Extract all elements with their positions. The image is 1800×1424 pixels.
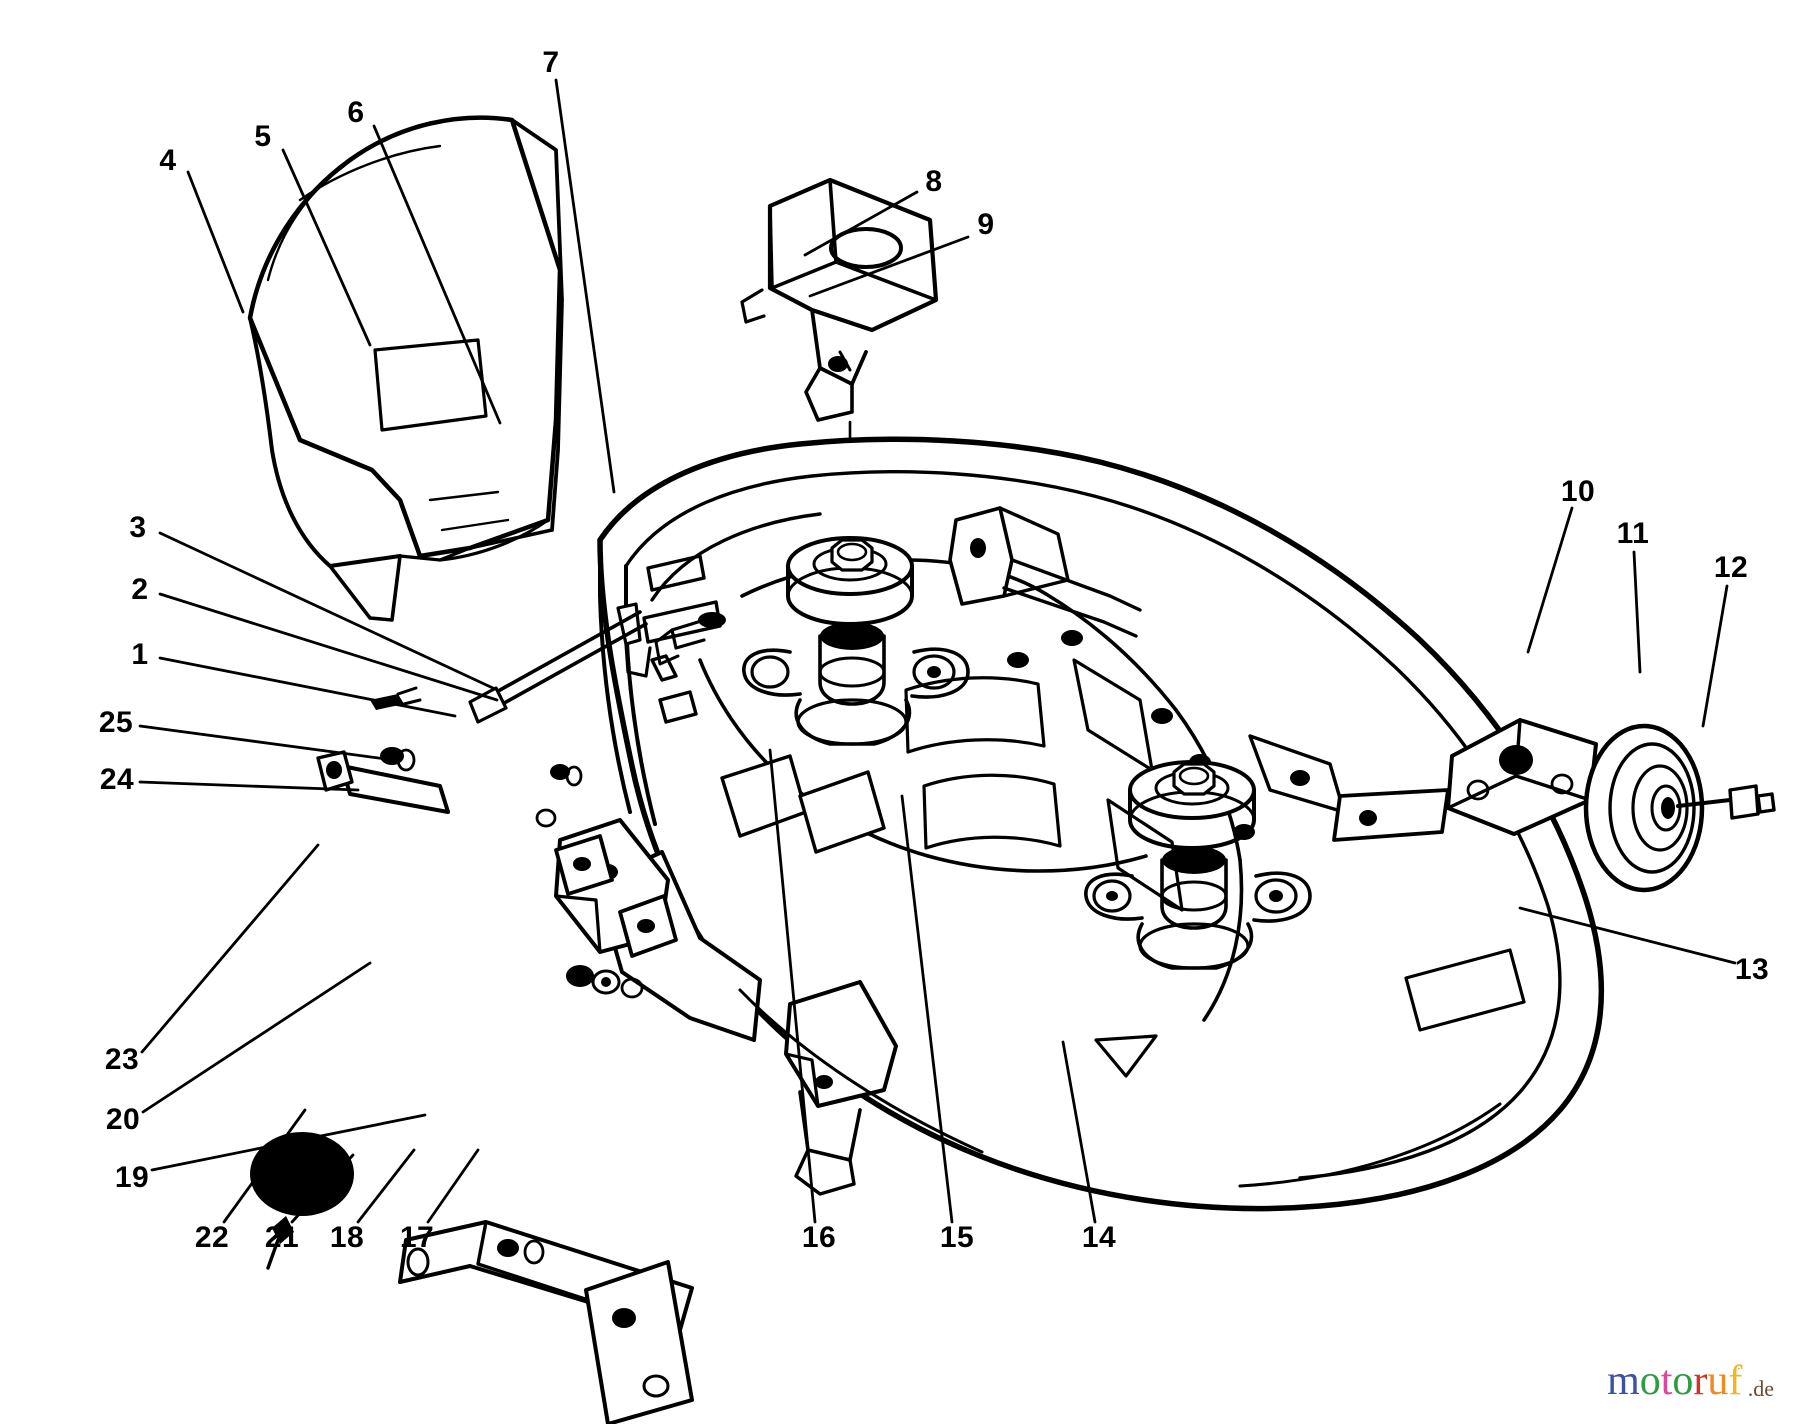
callout-number-3: 3 [129,511,147,544]
deck-inner-rim [624,470,1562,1180]
callout-number-22: 22 [194,1221,230,1254]
watermark-letter-5: u [1707,1358,1729,1404]
leader-line-6 [372,124,502,425]
motoruf-watermark: motoruf· .de [1607,1360,1774,1402]
callout-number-1: 1 [131,638,149,671]
callout-number-2: 2 [131,573,149,606]
watermark-accent-dot: · [1736,1361,1742,1378]
leader-line-12 [1701,584,1729,728]
leader-line-15 [900,794,954,1224]
leader-line-20 [141,961,372,1114]
deflector-label-plate [373,338,488,432]
deck-direction-arrow [1094,1034,1158,1078]
lift-arm-end-plate [584,1260,694,1424]
callout-number-19: 19 [114,1161,150,1194]
deflector-ribs [266,144,510,532]
grass-deflector-shield [247,115,564,622]
leader-line-17 [426,1148,480,1224]
callout-number-16: 16 [801,1221,837,1254]
spindle-assembly-left [742,536,970,746]
deck-chute-cutouts [720,754,886,854]
callout-number-4: 4 [159,144,177,177]
leader-line-19 [150,1113,427,1172]
leader-line-18 [356,1148,416,1224]
hitch-pin [266,1216,294,1270]
leader-line-11 [1632,550,1642,674]
callout-number-13: 13 [1734,953,1770,986]
leader-line-4 [186,170,245,314]
leader-line-2 [158,592,499,702]
hanger-fastener-stack [566,965,644,999]
callout-number-24: 24 [99,763,135,796]
leader-line-13 [1518,906,1737,965]
leader-line-7 [554,78,616,494]
leader-line-14 [1061,1040,1097,1224]
callout-number-21: 21 [264,1221,300,1254]
deck-hanger-plate-left [554,834,678,958]
callout-number-20: 20 [105,1103,141,1136]
rod-fasteners [380,747,583,828]
callout-number-5: 5 [254,120,272,153]
leader-line-8 [803,190,919,257]
leader-line-24 [138,780,360,792]
gauge-wheel [1583,723,1705,893]
callout-number-14: 14 [1081,1221,1117,1254]
deck-cap-plug [250,1132,354,1216]
height-adjust-rod [316,750,450,814]
leader-line-3 [158,531,497,691]
watermark-letter-0: m [1607,1358,1640,1404]
leader-line-16 [768,748,817,1224]
leader-line-23 [140,843,320,1054]
leader-line-21 [290,1153,355,1224]
callout-number-17: 17 [399,1221,435,1254]
leader-line-22 [222,1108,307,1224]
gauge-wheel-bolt [1676,784,1776,820]
watermark-letter-6: f [1728,1358,1743,1404]
callout-number-11: 11 [1616,517,1650,550]
deck-rear-label [1404,948,1526,1032]
deck-lower-accents [738,988,1502,1188]
deck-lift-link-rod [468,610,648,724]
leader-line-9 [808,235,970,298]
callout-number-23: 23 [104,1043,140,1076]
callout-number-8: 8 [925,165,943,198]
callout-number-10: 10 [1560,475,1596,508]
leader-line-10 [1526,506,1574,654]
watermark-letter-2: t [1660,1358,1673,1404]
watermark-letter-4: r [1693,1358,1708,1404]
callout-number-12: 12 [1713,551,1749,584]
deck-belt-guide-arm [1002,558,1142,638]
spindle-assembly-right [1084,760,1312,970]
watermark-letter-3: o [1672,1358,1694,1404]
leader-line-1 [158,656,457,718]
callout-leader-lines [138,78,1737,1224]
callout-number-18: 18 [329,1221,365,1254]
spindle-left-support-bracket [948,506,1070,606]
watermark-tld: .de [1747,1376,1774,1401]
leader-line-5 [281,148,372,347]
chute-mounting-bracket [740,177,939,422]
watermark-letter-1: o [1639,1358,1661,1404]
callout-number-9: 9 [977,208,995,241]
gauge-wheel-bracket [1446,718,1598,836]
callout-number-7: 7 [542,46,560,79]
callout-number-25: 25 [98,706,134,739]
leader-line-25 [138,724,395,762]
gauge-wheel-support-arm [1332,788,1450,842]
callout-number-15: 15 [939,1221,975,1254]
callout-number-6: 6 [347,96,365,129]
